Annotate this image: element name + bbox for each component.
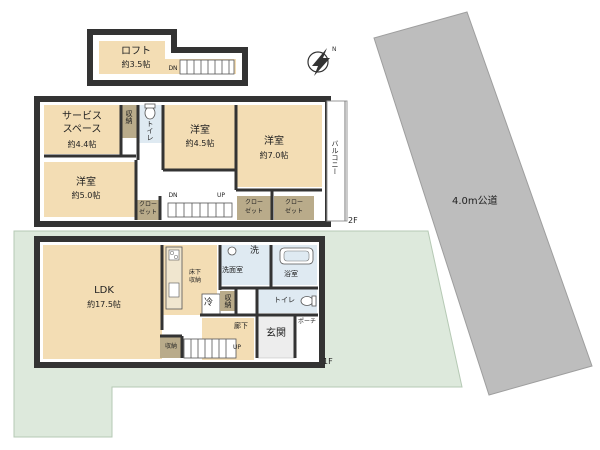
sink-icon <box>227 246 237 256</box>
stairs-icon <box>183 338 237 359</box>
fridge-label: 冷 <box>204 298 214 308</box>
entrance-label: 玄関 <box>266 328 286 339</box>
bathtub-icon <box>279 247 314 265</box>
western-west-area: 約5.0帖 <box>71 191 101 200</box>
second-floor <box>34 96 348 227</box>
closet-a-line2: ゼット <box>138 209 157 216</box>
underfloor-line1: 床下 <box>188 269 201 276</box>
compass-icon: N <box>307 46 337 76</box>
toilet-icon <box>300 295 317 307</box>
underfloor-line2: 収納 <box>188 277 201 284</box>
bath-label: 浴室 <box>284 270 298 278</box>
svg-text:N: N <box>332 46 337 53</box>
ldk-area: 約17.5帖 <box>87 300 121 309</box>
first-floor-up: UP <box>232 344 241 351</box>
loft-name: ロフト <box>121 46 151 57</box>
second-floor-label: 2F <box>348 216 358 225</box>
porch-label: ポーチ <box>297 318 316 325</box>
closet-c-line2: ゼット <box>284 208 303 215</box>
loft-floor <box>87 29 248 86</box>
western-small-area: 約4.5帖 <box>185 139 215 148</box>
kitchen-icon <box>165 246 183 310</box>
closet-c-line1: クロー <box>284 199 303 206</box>
storage-a-label: 収納 <box>224 294 233 308</box>
public-road <box>373 11 593 396</box>
second-floor-toilet-label: トイレ <box>146 120 155 141</box>
washer-label: 洗 <box>250 246 260 256</box>
service-space-line2: スペース <box>62 124 102 135</box>
closet-b-line1: クロー <box>244 199 263 206</box>
western-small-name: 洋室 <box>190 125 210 136</box>
western-large-area: 約7.0帖 <box>259 151 289 160</box>
second-floor-dn: DN <box>168 192 178 199</box>
first-floor <box>34 236 325 368</box>
stairs-icon <box>167 202 233 218</box>
closet-a-line1: クロー <box>138 201 157 208</box>
wash-room-label: 洗面室 <box>222 266 243 274</box>
road-label: 4.0m公道 <box>452 196 498 207</box>
hallway-label: 廊下 <box>234 322 248 330</box>
loft-dn: DN <box>168 65 178 72</box>
western-west-name: 洋室 <box>76 177 96 188</box>
first-floor-toilet-label: トイレ <box>274 296 295 304</box>
toilet-icon <box>144 103 156 120</box>
loft-area: 約3.5帖 <box>121 60 151 69</box>
storage-b-label: 収納 <box>164 343 177 350</box>
stairs-icon <box>179 59 235 75</box>
closet-b-line2: ゼット <box>244 208 263 215</box>
service-space-line1: サービス <box>62 111 102 122</box>
second-floor-up: UP <box>216 192 225 199</box>
service-space-area: 約4.4帖 <box>67 140 97 149</box>
western-large-name: 洋室 <box>264 136 284 147</box>
ldk-name: LDK <box>94 285 114 296</box>
balcony-label: バルコニー <box>331 140 340 175</box>
service-storage-label: 収納 <box>125 110 134 124</box>
first-floor-label: 1F <box>323 357 333 366</box>
